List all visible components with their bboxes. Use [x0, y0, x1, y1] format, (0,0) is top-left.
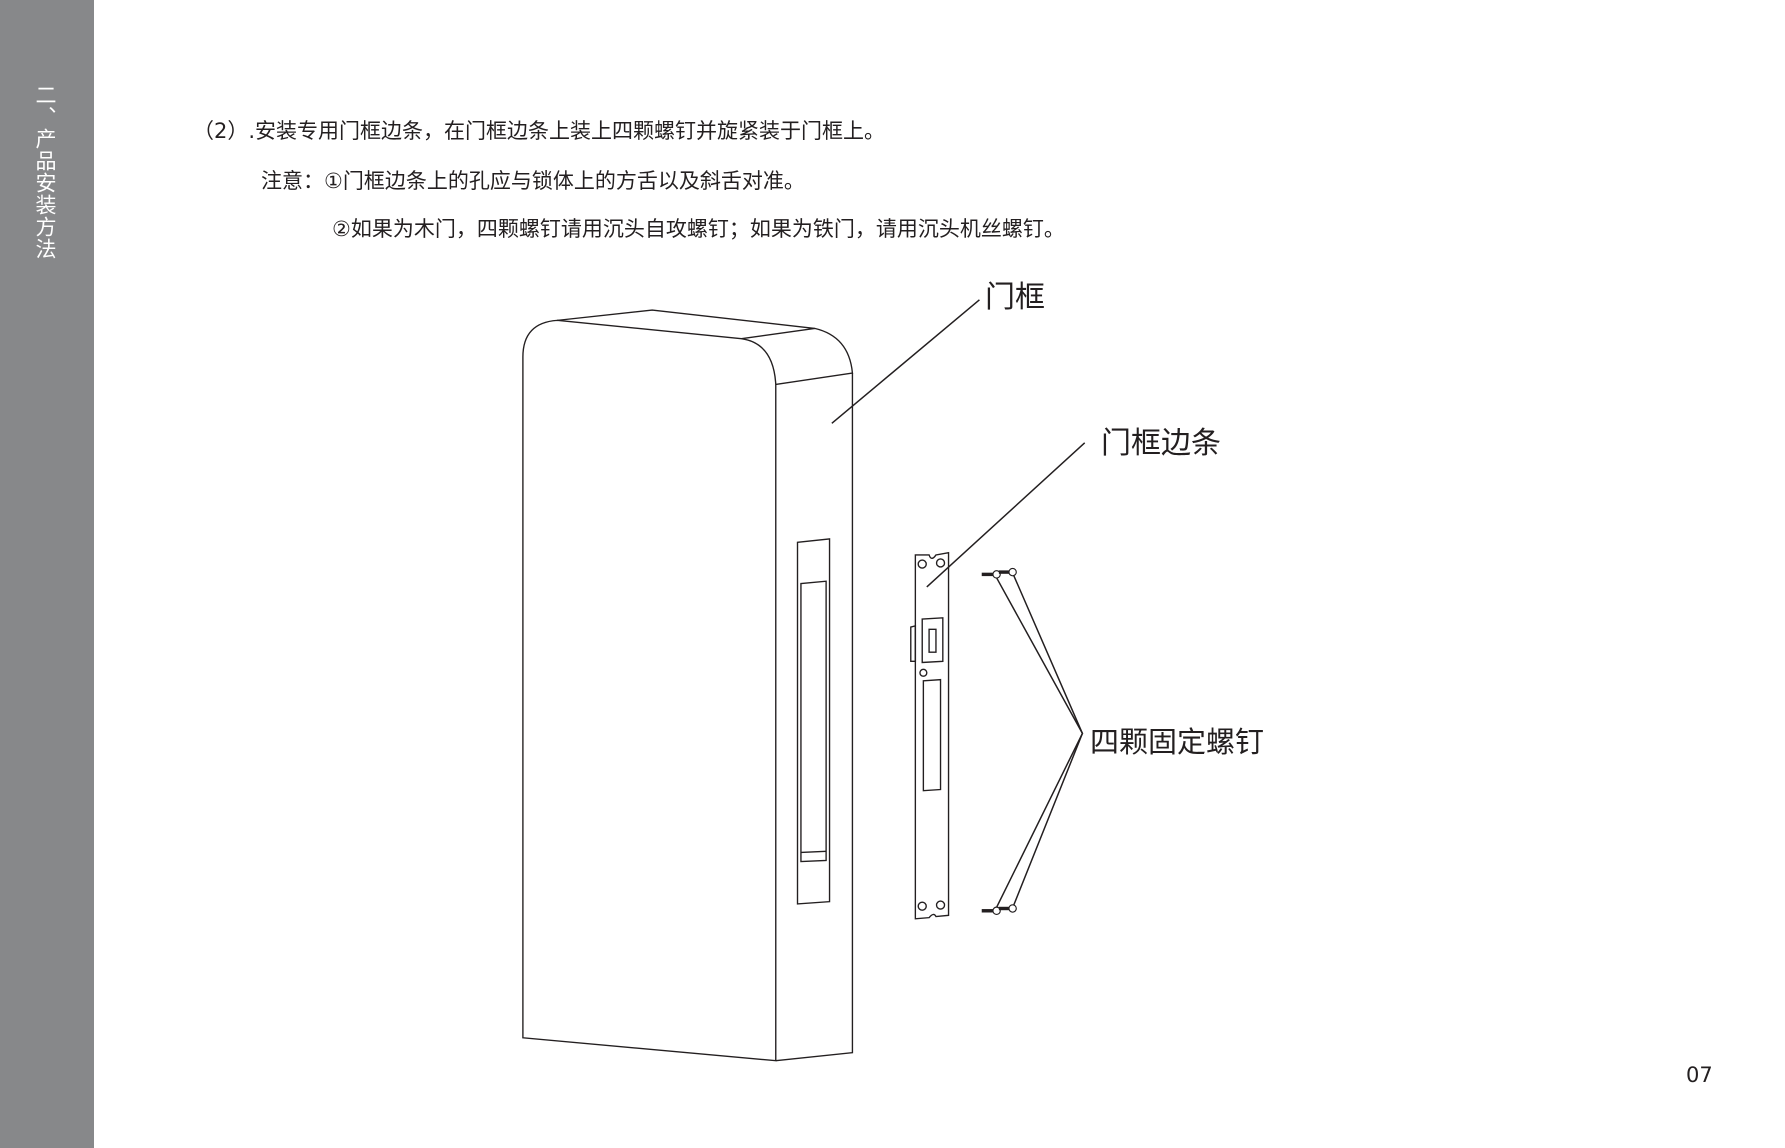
note-2: ②如果为木门，四颗螺钉请用沉头自攻螺钉；如果为铁门，请用沉头机丝螺钉。: [332, 217, 1065, 241]
screw-icon: [981, 906, 1001, 916]
leader-lines: [831, 299, 1086, 908]
step-instruction: （2）.安装专用门框边条，在门框边条上装上四颗螺钉并旋紧装于门框上。: [193, 119, 886, 143]
page-number: 07: [1686, 1063, 1713, 1087]
screw-icon: [998, 567, 1017, 577]
label-screws: 四颗固定螺钉: [1090, 725, 1265, 759]
screws: [981, 567, 1017, 916]
sidebar: 二、产品安装方法: [0, 0, 94, 1148]
section-title: 二、产品安装方法: [33, 84, 57, 260]
label-strike-plate: 门框边条: [1101, 426, 1221, 461]
door-frame: [522, 309, 854, 1062]
label-door-frame: 门框: [985, 280, 1045, 315]
note-1: 注意：①门框边条上的孔应与锁体上的方舌以及斜舌对准。: [261, 169, 805, 193]
screw-icon: [998, 904, 1017, 913]
screw-icon: [981, 570, 1001, 579]
strike-plate: [910, 551, 950, 920]
